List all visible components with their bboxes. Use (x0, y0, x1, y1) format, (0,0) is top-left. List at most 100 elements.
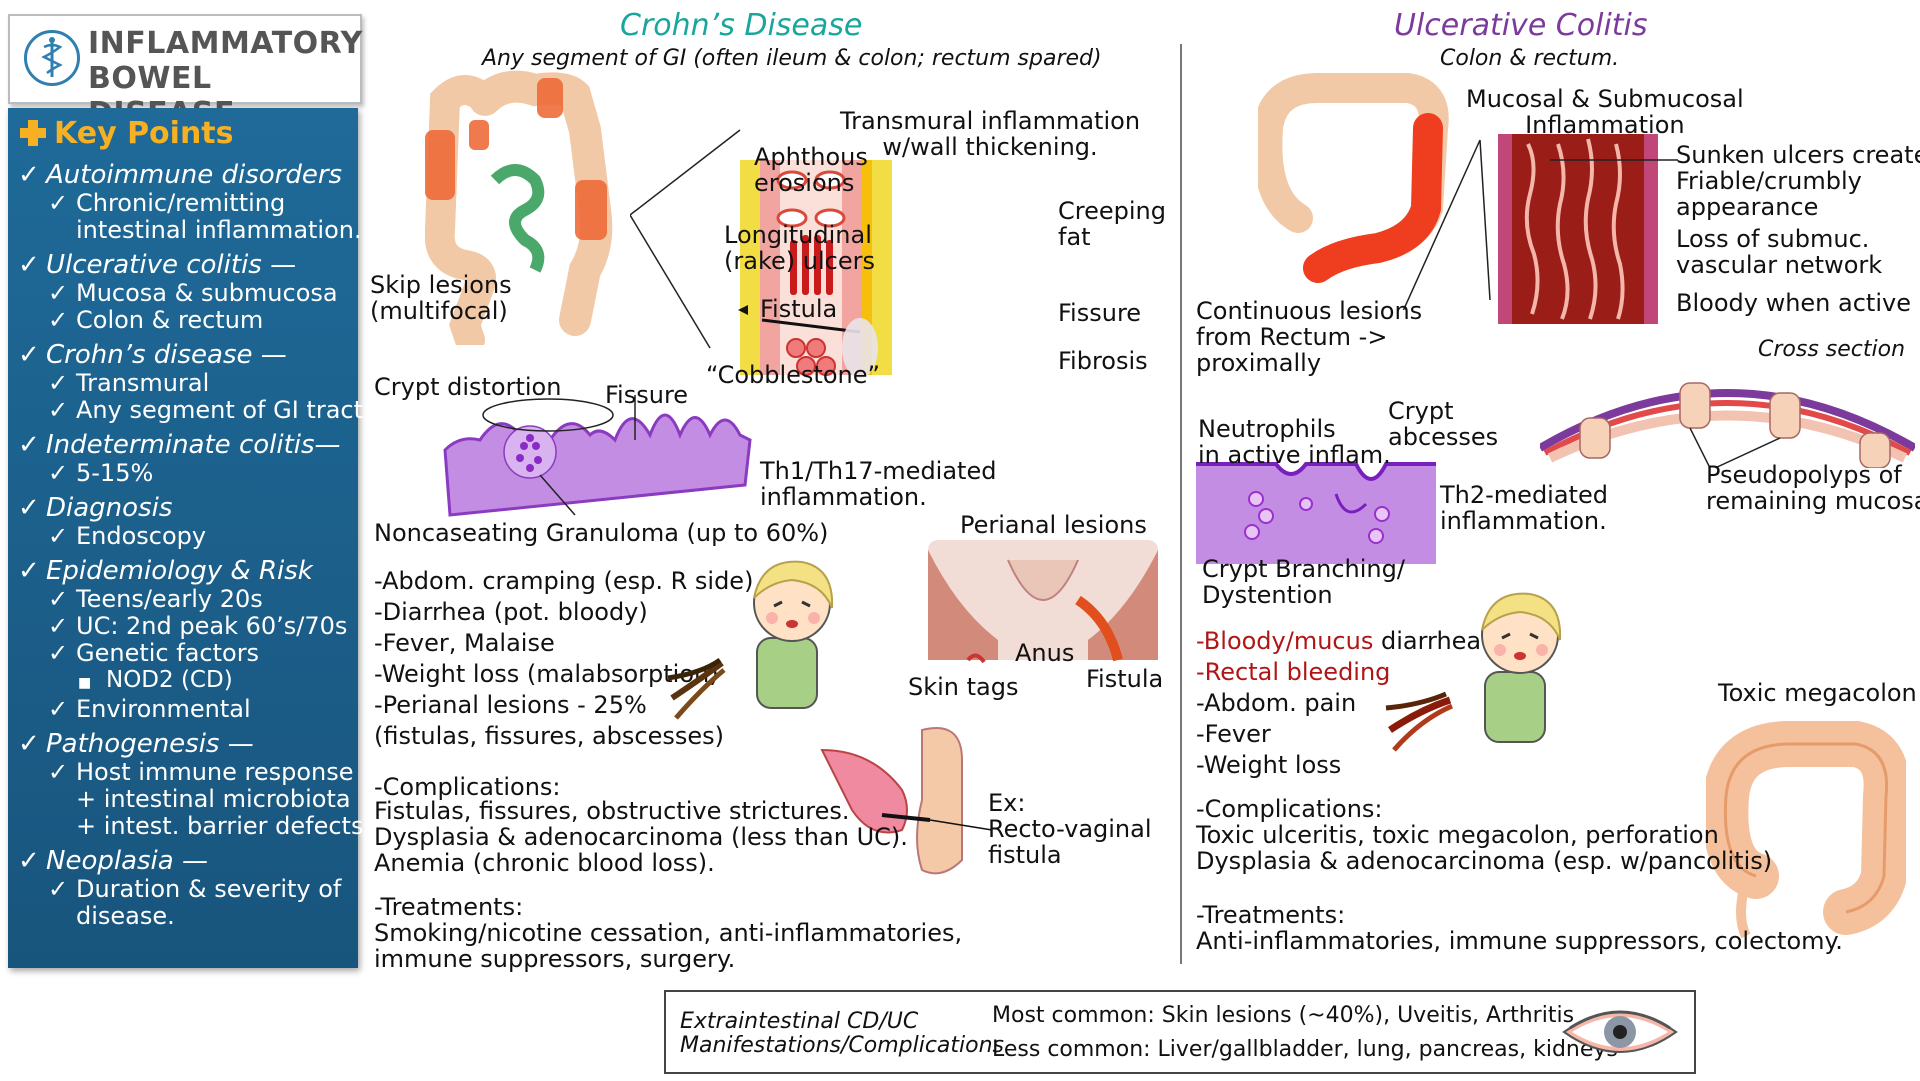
crohns-treatment: immune suppressors, surgery. (374, 945, 736, 973)
crohns-transmural-diagram (630, 129, 892, 378)
key-point-sub: + intestinal microbiota (76, 785, 351, 813)
crohns-symptoms-list: -Abdom. cramping (esp. R side) -Diarrhea … (374, 566, 753, 752)
key-point-title: Epidemiology & Risk (46, 556, 313, 586)
eye-icon (1562, 1010, 1678, 1053)
crohns-treatments-title: -Treatments: (374, 893, 524, 921)
square-bullet-icon: ■ (78, 675, 92, 691)
key-point-sub: intestinal inflammation. (76, 216, 362, 244)
key-point-sub: Genetic factors (76, 639, 260, 667)
crohns-symptom: -Abdom. cramping (esp. R side) (374, 567, 754, 595)
crypt-branching-label: Crypt Branching/Dystention (1202, 555, 1405, 609)
key-point-sub: Colon & rectum (76, 306, 264, 334)
bloody-when-active-label: Bloody when active (1676, 289, 1911, 317)
anus-label: Anus (1015, 639, 1075, 667)
key-point-sub: 5-15% (76, 459, 154, 487)
check-icon: ✓ (18, 160, 40, 190)
check-icon: ✓ (18, 493, 40, 523)
title-box: INFLAMMATORY BOWEL DISEASE (8, 14, 363, 131)
histology-fissure-label: Fissure (605, 381, 689, 409)
uc-treatment: Anti-inflammatories, immune suppressors,… (1196, 927, 1843, 955)
uc-complication: Toxic ulceritis, toxic megacolon, perfor… (1196, 821, 1719, 849)
key-point-sub: UC: 2nd peak 60’s/70s (76, 612, 348, 640)
check-icon: ✓ (18, 340, 40, 370)
key-points-heading: Key Points (54, 116, 234, 151)
check-icon: ✓ (48, 758, 69, 786)
key-point-item: ✓Epidemiology & Risk✓Teens/early 20s✓UC:… (18, 556, 354, 723)
key-point-title: Crohn’s disease — (46, 340, 287, 370)
fistula-label: Fistula (760, 295, 838, 323)
crypt-distortion-label: Crypt distortion (374, 373, 562, 401)
uc-mucosa-diagram (1498, 134, 1658, 324)
uc-title: Ulcerative Colitis (1394, 8, 1648, 43)
skin-tags-label: Skin tags (908, 673, 1019, 701)
skip-lesions-label: Skip lesions(multifocal) (370, 271, 512, 325)
fibrosis-label: Fibrosis (1058, 347, 1148, 375)
crohns-symptom: -Diarrhea (pot. bloody) (374, 598, 648, 626)
uc-treatments-title: -Treatments: (1196, 901, 1346, 929)
check-icon: ✓ (48, 639, 69, 667)
crohns-symptom: (fistulas, fissures, abscesses) (374, 722, 724, 750)
key-point-item: ✓Ulcerative colitis —✓Mucosa & submucosa… (18, 250, 354, 334)
crohns-symptom: -Weight loss (malabsorption) (374, 660, 719, 688)
uc-symptoms-list: -Bloody/mucus diarrhea -Rectal bleeding … (1196, 627, 1482, 779)
crohns-subtitle: Any segment of GI (often ileum & colon; … (482, 46, 1102, 71)
uc-colon-illustration (1258, 73, 1449, 283)
key-point-item: ✓Diagnosis✓Endoscopy (18, 493, 354, 550)
check-icon: ✓ (48, 306, 69, 334)
key-point-item: ✓Indeterminate colitis—✓5-15% (18, 430, 354, 487)
section-divider (1180, 44, 1182, 964)
crohns-complication: Dysplasia & adenocarcinoma (less than UC… (374, 823, 908, 851)
perianal-illustration (928, 540, 1158, 664)
check-icon: ✓ (48, 396, 69, 424)
check-icon: ✓ (48, 522, 69, 550)
granuloma-label: Noncaseating Granuloma (up to 60%) (374, 519, 829, 547)
uc-complication: Dysplasia & adenocarcinoma (esp. w/panco… (1196, 847, 1773, 875)
key-point-item: ✓Pathogenesis —✓Host immune response+ in… (18, 729, 363, 840)
key-point-sub: Host immune response (76, 758, 354, 786)
caduceus-logo-icon (24, 30, 80, 86)
crohns-complications-title: -Complications: (374, 773, 561, 801)
crohns-treatments-list: Smoking/nicotine cessation, anti-inflamm… (374, 920, 962, 972)
key-point-sub: Any segment of GI tract (76, 396, 364, 424)
check-icon: ✓ (18, 729, 40, 759)
cross-section-label: Cross section (1758, 337, 1906, 362)
key-point-sub: Mucosa & submucosa (76, 279, 338, 307)
longitudinal-ulcers-label: Longitudinal(rake) ulcers (724, 221, 875, 275)
page-title-line1: INFLAMMATORY (88, 26, 363, 61)
uc-patient-illustration (1385, 592, 1562, 752)
crohns-symptom: -Fever, Malaise (374, 629, 555, 657)
uc-complications-list: Toxic ulceritis, toxic megacolon, perfor… (1196, 822, 1772, 874)
less-common-text: Less common: Liver/gallbladder, lung, pa… (992, 1037, 1618, 1062)
check-icon: ✓ (48, 369, 69, 397)
key-point-title: Indeterminate colitis— (46, 430, 341, 460)
perianal-title: Perianal lesions (960, 511, 1147, 539)
uc-treatments-list: Anti-inflammatories, immune suppressors,… (1196, 928, 1843, 954)
toxic-megacolon-illustration (1706, 721, 1906, 939)
check-icon: ✓ (48, 459, 69, 487)
crohns-histology-illustration (443, 395, 752, 517)
toxic-megacolon-label: Toxic megacolon (1718, 679, 1917, 707)
crohns-symptom: -Perianal lesions - 25% (374, 691, 647, 719)
perianal-fistula-label: Fistula (1086, 665, 1164, 693)
key-point-title: Pathogenesis — (46, 729, 254, 759)
check-icon: ✓ (48, 695, 69, 723)
check-icon: ✓ (48, 279, 69, 307)
loss-vascular-label: Loss of submuc.vascular network (1676, 225, 1883, 279)
key-point-title: Ulcerative colitis — (46, 250, 297, 280)
crohns-treatment: Smoking/nicotine cessation, anti-inflamm… (374, 919, 963, 947)
uc-cross-section-illustration (1540, 382, 1915, 468)
crohns-colon-illustration (425, 70, 613, 345)
key-point-item: ✓Crohn’s disease —✓Transmural✓Any segmen… (18, 340, 363, 424)
